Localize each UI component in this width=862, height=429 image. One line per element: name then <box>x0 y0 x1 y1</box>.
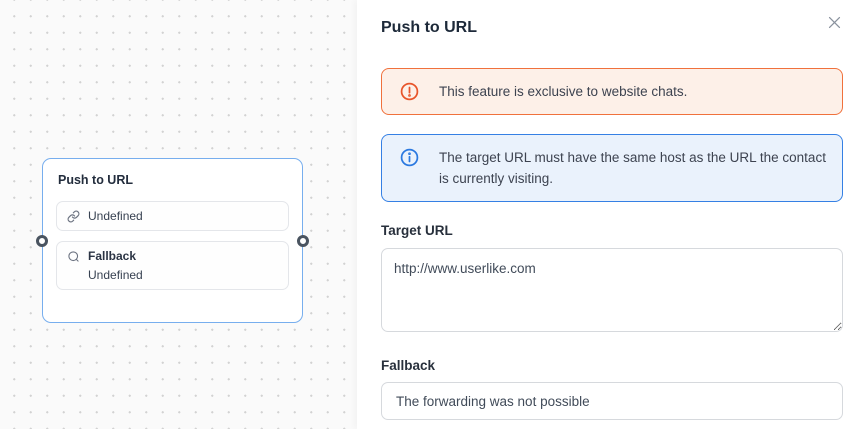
node-handle-left[interactable] <box>36 235 48 247</box>
fallback-search-icon <box>67 250 80 263</box>
node-fallback-value: Undefined <box>88 268 143 282</box>
flow-canvas[interactable]: Push to URL Undefined <box>0 0 357 429</box>
settings-panel: Push to URL This feature is exclusive to… <box>357 0 862 429</box>
close-icon[interactable] <box>826 14 843 31</box>
info-alert-text: The target URL must have the same host a… <box>439 150 826 186</box>
target-url-label: Target URL <box>381 223 453 238</box>
info-circle-icon <box>400 148 419 167</box>
panel-title: Push to URL <box>381 19 477 36</box>
node-target-url-value: Undefined <box>88 209 143 223</box>
node-fallback-row[interactable]: Fallback Undefined <box>56 241 289 290</box>
flow-node-push-to-url[interactable]: Push to URL Undefined <box>36 158 309 323</box>
warning-alert-text: This feature is exclusive to website cha… <box>439 84 688 99</box>
node-handle-right[interactable] <box>297 235 309 247</box>
fallback-label: Fallback <box>381 358 436 373</box>
fallback-input[interactable] <box>381 382 843 420</box>
panel-header: Push to URL <box>381 16 843 38</box>
alert-circle-icon <box>400 82 419 101</box>
info-alert: The target URL must have the same host a… <box>381 134 843 202</box>
node-fallback-title: Fallback <box>88 249 137 263</box>
link-icon <box>67 210 80 223</box>
target-url-input[interactable]: http://www.userlike.com <box>381 248 843 332</box>
node-title: Push to URL <box>58 173 133 187</box>
warning-alert: This feature is exclusive to website cha… <box>381 68 843 115</box>
node-target-url-row[interactable]: Undefined <box>56 201 289 231</box>
